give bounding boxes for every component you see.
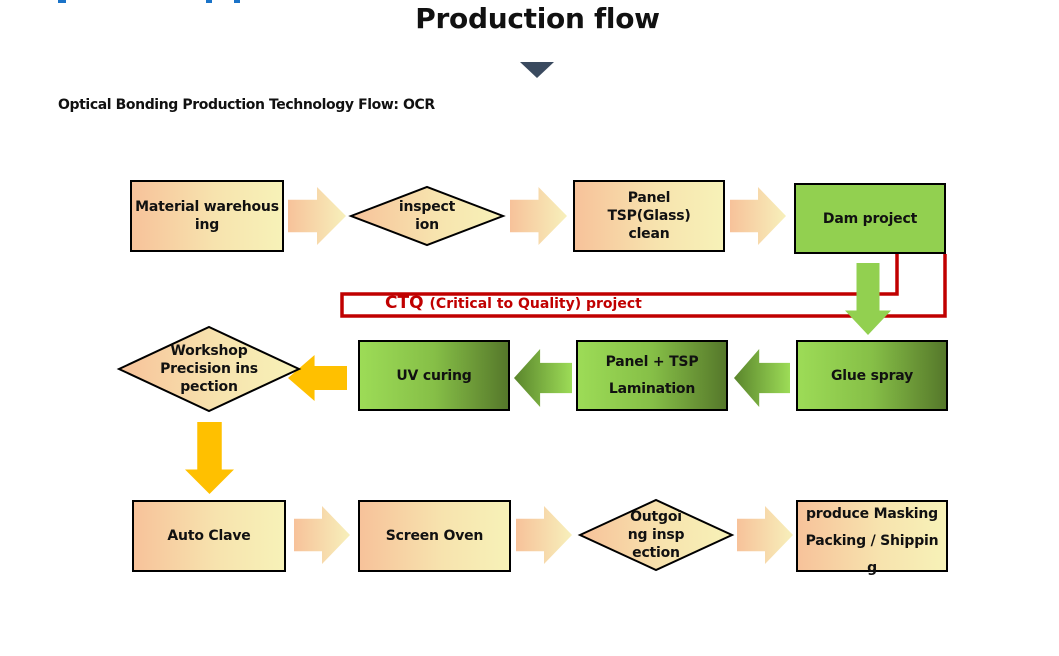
node-outgoing-inspection-decision-shape [577, 498, 735, 572]
arrow-right-icon [288, 187, 346, 245]
page-title: Production flow [415, 2, 660, 35]
node-label-auto-clave: Auto Clave [167, 528, 251, 544]
node-label-uv-curing: UV curing [396, 367, 472, 384]
arrow-down-icon [185, 422, 234, 494]
arrow-down-icon [845, 263, 891, 335]
node-label-panel-tsp-glass-clean: Panel TSP(Glass) clean [607, 190, 691, 242]
node-auto-clave-process-box [132, 500, 286, 572]
node-label-glue-spray: Glue spray [830, 367, 914, 384]
ctq-text: (Critical to Quality) project [429, 296, 642, 312]
arrow-left-icon [514, 349, 572, 407]
down-triangle-marker-icon [520, 62, 554, 78]
node-material-warehousing-process-box [130, 180, 284, 252]
ctq-label: CTQ (Critical to Quality) project [385, 293, 642, 313]
arrow-right-icon [730, 187, 786, 245]
node-uv-curing-process-box [358, 340, 510, 411]
arrow-right-icon [510, 187, 567, 245]
arrow-right-icon [737, 506, 793, 564]
node-produce-masking-packing-shipping-process-box [796, 500, 948, 572]
node-dam-project-process-box [794, 183, 946, 254]
node-label-outgoing-inspection: Outgoi ng insp ection [627, 509, 685, 561]
node-screen-oven-process-box [358, 500, 511, 572]
arrow-left-icon [288, 355, 347, 401]
diagram-subtitle: Optical Bonding Production Technology Fl… [58, 97, 435, 113]
node-label-panel-tsp-lamination: Panel + TSP Lamination [605, 353, 699, 397]
node-panel-tsp-glass-clean-process-box [573, 180, 725, 252]
node-label-screen-oven: Screen Oven [385, 528, 484, 544]
arrow-right-icon [294, 506, 350, 564]
cutoff-header-text [58, 0, 248, 4]
ctq-abbr: CTQ [385, 293, 424, 313]
node-label-dam-project: Dam project [822, 210, 918, 227]
arrow-right-icon [516, 506, 572, 564]
ctq-bracket [340, 254, 947, 318]
node-label-workshop-precision-inspection: Workshop Precision ins pection [160, 343, 258, 395]
arrow-left-icon [734, 349, 790, 407]
node-inspection-decision-shape [348, 185, 506, 247]
node-label-produce-masking-packing-shipping: produce Masking Packing / Shippin g [805, 506, 939, 576]
node-label-material-warehousing: Material warehous ing [135, 199, 279, 233]
node-glue-spray-process-box [796, 340, 948, 411]
node-label-inspection: inspect ion [398, 199, 456, 233]
ctq-bracket-line [340, 254, 947, 318]
node-panel-tsp-lamination-process-box [576, 340, 728, 411]
node-workshop-precision-inspection-decision-shape [116, 325, 302, 413]
